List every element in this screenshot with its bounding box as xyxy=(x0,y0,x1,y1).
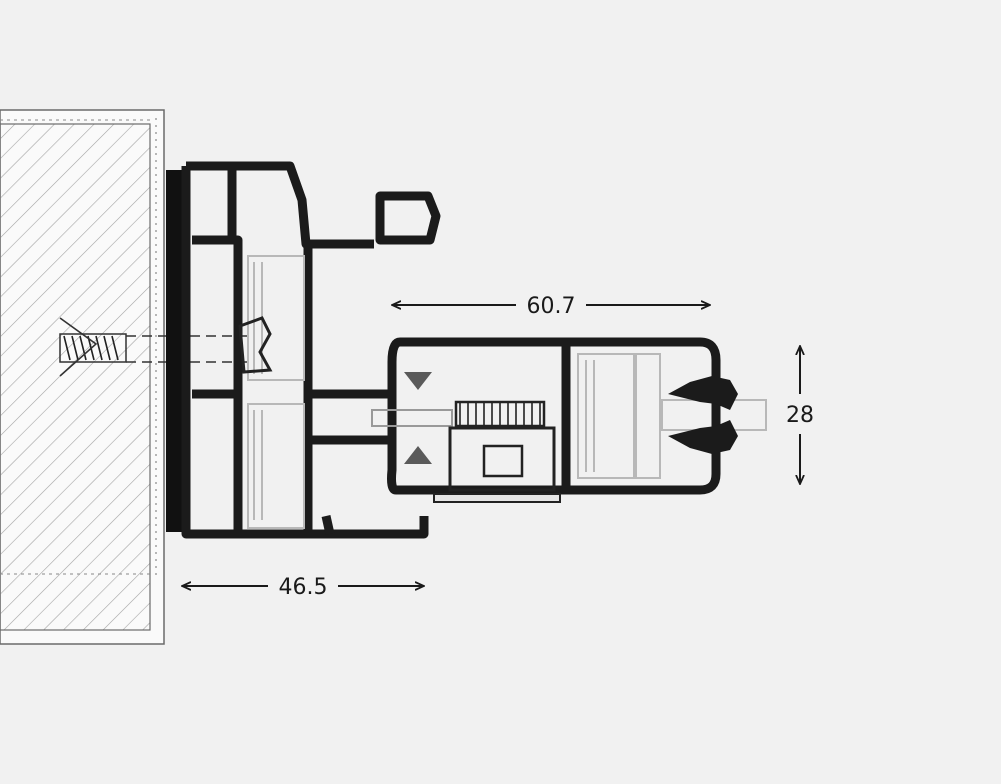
wall-section xyxy=(0,109,165,645)
gasket-bottom xyxy=(668,420,738,454)
insert-upper xyxy=(247,255,305,381)
screw-shank xyxy=(126,335,250,363)
sash-hardware xyxy=(371,372,561,503)
wall-hatch xyxy=(0,123,151,631)
lock-teeth xyxy=(459,402,541,426)
sash-outer xyxy=(387,337,721,495)
screw-body xyxy=(59,333,127,363)
dimension-frame-depth: 46.5 xyxy=(182,575,424,600)
dimension-sash-thickness: 28 xyxy=(786,346,814,484)
sash-profile xyxy=(387,337,721,495)
screw-wings xyxy=(59,317,98,377)
frame-center-web xyxy=(303,244,392,534)
sash-insert-lines xyxy=(585,360,595,472)
frame-lip xyxy=(321,515,335,535)
anchor-screw xyxy=(59,317,250,377)
dim-label-sash-thickness: 28 xyxy=(786,403,814,428)
frame-inner-walls xyxy=(192,170,243,534)
triangle-top xyxy=(404,372,432,390)
drive-rod xyxy=(371,409,453,427)
lock-base xyxy=(433,493,561,503)
frame-clip xyxy=(238,316,273,374)
glazing-gaskets xyxy=(668,376,738,454)
triangle-bottom xyxy=(404,446,432,464)
dimension-sash-width: 60.7 xyxy=(392,294,710,319)
frame-top-chamber xyxy=(375,191,441,245)
dim-label-frame-depth: 46.5 xyxy=(279,575,328,600)
lock-cam xyxy=(482,444,524,478)
dim-label-sash-width: 60.7 xyxy=(527,294,576,319)
sash-insert-thin xyxy=(635,353,661,479)
sash-insert xyxy=(577,353,635,479)
insert-lower xyxy=(247,403,305,529)
lock-body xyxy=(448,426,556,492)
frame-profile xyxy=(181,161,441,539)
gasket-top xyxy=(668,376,738,410)
